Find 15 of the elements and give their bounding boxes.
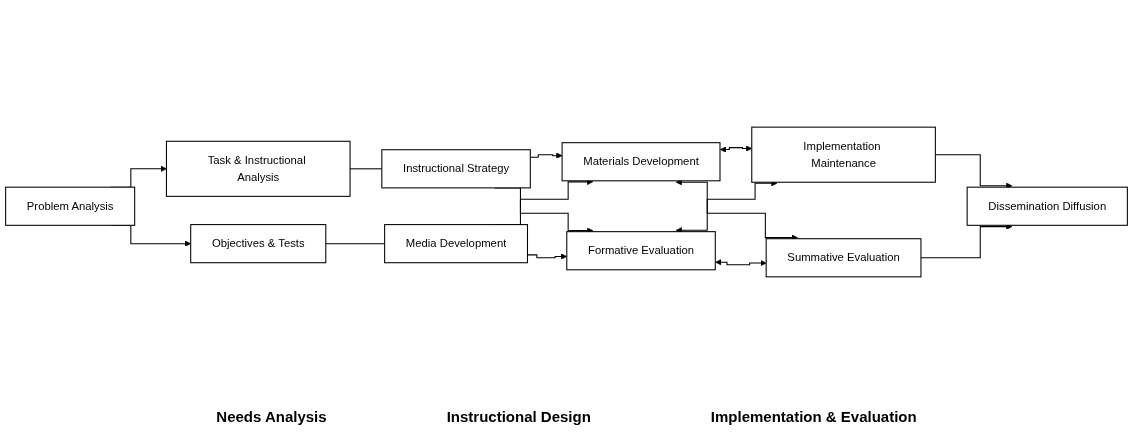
node-box: Problem Analysis: [5, 186, 136, 226]
node-box: Materials Development: [561, 142, 721, 182]
arrow: [675, 179, 798, 241]
node-box: Dissemination Diffusion: [966, 186, 1128, 226]
node-box: Implementation Maintenance: [751, 126, 936, 183]
node-box: Objectives & Tests: [190, 224, 327, 264]
node-box: Task & Instructional Analysis: [165, 140, 351, 197]
phase-label: Needs Analysis: [216, 408, 327, 425]
node-box: Summative Evaluation: [765, 238, 922, 278]
node-box: Formative Evaluation: [566, 231, 716, 271]
phase-label: Instructional Design: [446, 408, 591, 425]
node-box: Instructional Strategy: [381, 149, 531, 189]
phase-label: Implementation & Evaluation: [710, 408, 917, 425]
node-box: Media Development: [384, 224, 528, 264]
arrow: [715, 259, 767, 267]
